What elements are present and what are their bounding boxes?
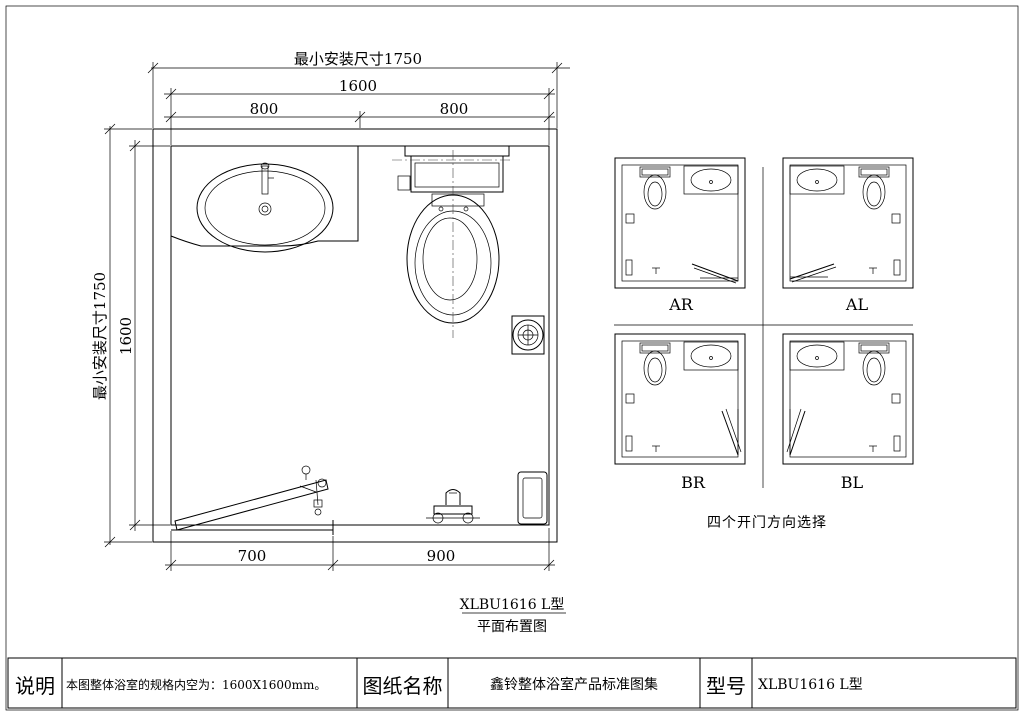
- model-heading: 型号: [706, 673, 746, 698]
- plan-title: 平面布置图: [477, 619, 547, 635]
- floor-drain: [511, 315, 545, 355]
- door-option-br-plan: [614, 333, 746, 465]
- door-option-al-plan: [782, 157, 914, 289]
- swing-door: [171, 465, 334, 535]
- dim-overall-top: 1600: [339, 77, 377, 95]
- dim-overall-side: 1600: [117, 317, 135, 355]
- door-option-br-label: BR: [681, 473, 706, 492]
- dim-min-install-side: 最小安装尺寸1750: [91, 272, 109, 400]
- title-block: [7, 657, 1017, 709]
- drawing-name-heading: 图纸名称: [362, 673, 443, 698]
- drawing-name: 鑫铃整体浴室产品标准图集: [490, 677, 658, 693]
- dim-left-segment-top: 800: [250, 100, 279, 118]
- dim-min-install-top: 最小安装尺寸1750: [294, 50, 422, 68]
- door-option-bl-plan: [782, 333, 914, 465]
- model-label: XLBU1616 L型: [460, 597, 565, 613]
- door-option-al-label: AL: [845, 295, 869, 314]
- model-value: XLBU1616 L型: [758, 677, 863, 693]
- notes-heading: 说明: [15, 673, 55, 698]
- dim-bottom-right: 900: [427, 547, 456, 565]
- shower-mixer: [426, 489, 480, 524]
- bathroom-inner-wall: [170, 145, 550, 526]
- shower-shelf: [517, 471, 548, 525]
- washbasin: [196, 163, 334, 253]
- toilet: [392, 145, 512, 338]
- vanity-counter: [170, 145, 359, 247]
- dim-right-segment-top: 800: [440, 100, 469, 118]
- door-option-bl-label: BL: [841, 473, 864, 492]
- basin-faucet: [260, 162, 274, 195]
- door-options-caption: 四个开门方向选择: [707, 515, 827, 531]
- notes-text: 本图整体浴室的规格内空为：1600X1600mm。: [66, 677, 327, 692]
- dim-bottom-left: 700: [238, 547, 267, 565]
- door-option-ar-label: AR: [668, 295, 694, 314]
- bathroom-outer-wall: [152, 128, 558, 543]
- door-option-ar-plan: [614, 157, 746, 289]
- dimension-lines: [104, 62, 570, 571]
